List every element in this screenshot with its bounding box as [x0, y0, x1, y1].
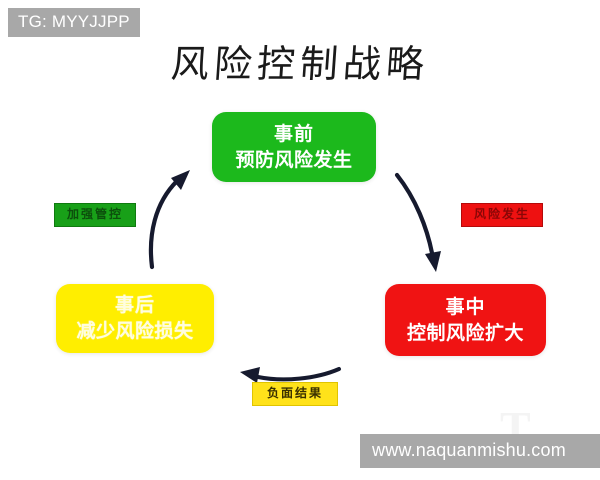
node-during-event[interactable]: 事中 控制风险扩大: [385, 284, 546, 356]
node-during-line1: 事中: [445, 295, 486, 318]
node-during-line2: 控制风险扩大: [406, 321, 524, 344]
arrow-after-to-before: [148, 170, 190, 270]
page-title: 风险控制战略: [169, 42, 431, 86]
edge-label-risk-occurs: 风险发生: [461, 203, 543, 227]
node-after-line1: 事后: [114, 294, 155, 316]
edge-label-negative-result: 负面结果: [252, 382, 338, 406]
node-after-line2: 减少风险损失: [76, 320, 194, 342]
arrow-during-to-after: [240, 367, 341, 383]
arrow-before-to-during: [394, 172, 441, 272]
watermark-bottom-right: www.naquanmishu.com: [360, 434, 600, 468]
watermark-top-left: TG: MYYJJPP: [8, 8, 140, 37]
node-before-line1: 事前: [273, 122, 314, 145]
edge-label-strengthen-control: 加强管控: [54, 203, 136, 227]
node-after-event[interactable]: 事后 减少风险损失: [56, 284, 214, 353]
node-before-line2: 预防风险发生: [235, 148, 353, 171]
node-before-event[interactable]: 事前 预防风险发生: [212, 112, 376, 182]
